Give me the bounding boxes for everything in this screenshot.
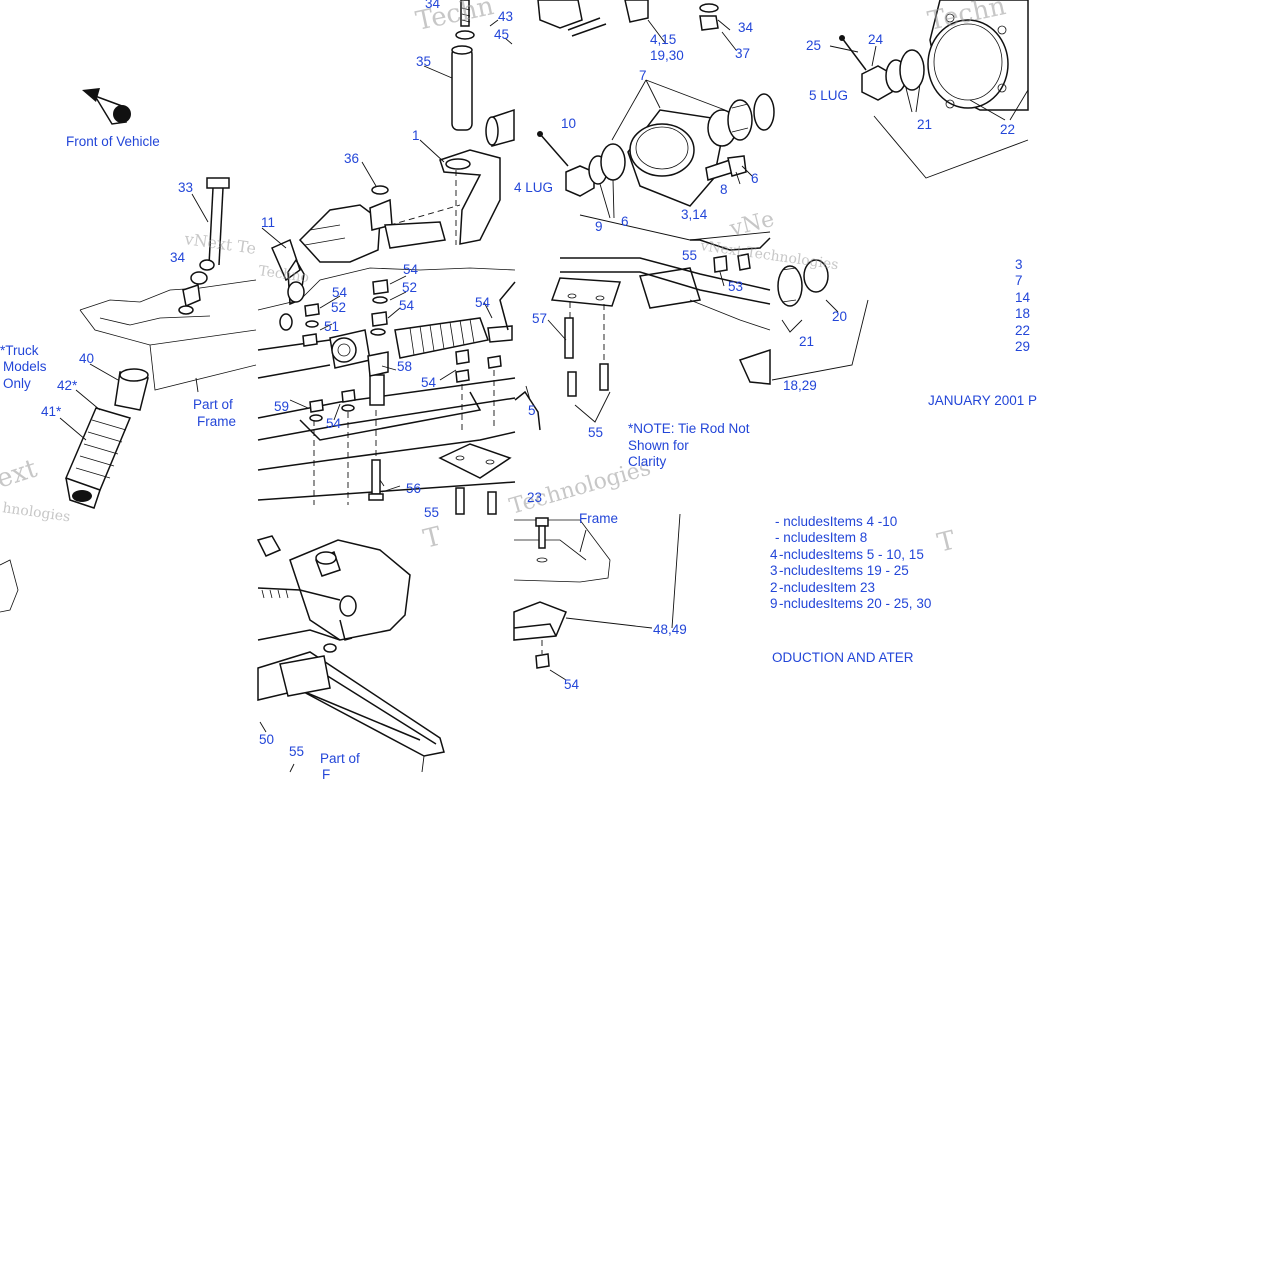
column-number: 29 (1015, 339, 1030, 354)
callout-41: 41* (41, 404, 62, 419)
callout-25: 25 (806, 38, 821, 53)
callout-10: 10 (561, 116, 576, 131)
callout-59: 59 (274, 399, 289, 414)
production-label: ODUCTION AND ATER (772, 650, 914, 665)
callout-43: 43 (498, 9, 513, 24)
callout-5: 5 (528, 403, 536, 418)
callout-56: 56 (406, 481, 421, 496)
callout-33: 33 (178, 180, 193, 195)
callout-54: 54 (564, 677, 580, 692)
labels: Front of Vehicle *Truck Models Only Part… (0, 0, 1037, 782)
callout-54: 54 (403, 262, 419, 277)
callout-18-29: 18,29 (783, 378, 817, 393)
callout-34: 34 (425, 0, 441, 11)
callout-6: 6 (621, 214, 629, 229)
frame-label: Part of (193, 397, 233, 412)
column-number: 18 (1015, 306, 1030, 321)
callout-42: 42* (57, 378, 78, 393)
includes-item: -ncludesItems 20 - 25, 30 (779, 596, 931, 611)
callout-40: 40 (79, 351, 94, 366)
callout-45: 45 (494, 27, 509, 42)
callout-4-15: 4,15 (650, 32, 676, 47)
lug-label-5: 5 LUG (809, 88, 848, 103)
callout-37: 37 (735, 46, 750, 61)
callout-3-14: 3,14 (681, 207, 708, 222)
includes-item: -ncludesItems 5 - 10, 15 (779, 547, 924, 562)
includes-prefix: 2 (770, 580, 778, 595)
watermark: T (420, 521, 445, 554)
callout-54: 54 (475, 295, 491, 310)
frame-label: Part of (320, 751, 360, 766)
truck-note-line: Only (3, 376, 31, 391)
callout-53: 53 (728, 279, 743, 294)
callout-11: 11 (261, 215, 275, 230)
includes-item: - ncludesItems 4 -10 (775, 514, 897, 529)
callout-54: 54 (399, 298, 415, 313)
column-number: 7 (1015, 273, 1023, 288)
callout-50: 50 (259, 732, 274, 747)
column-number: 14 (1015, 290, 1031, 305)
watermarks: Techn vNext Te Technologies ext hnologie… (0, 0, 1009, 559)
callout-57: 57 (532, 311, 547, 326)
callout-1: 1 (412, 128, 420, 143)
callout-54: 54 (326, 416, 342, 431)
callout-36: 36 (344, 151, 359, 166)
callout-55: 55 (424, 505, 439, 520)
front-arrow-icon (82, 88, 131, 125)
frame-label: Frame (197, 414, 236, 429)
includes-prefix: 4 (770, 547, 778, 562)
callout-55: 55 (682, 248, 697, 263)
tie-rod-note-line: Shown for (628, 438, 689, 453)
callout-52: 52 (331, 300, 346, 315)
callout-58: 58 (397, 359, 412, 374)
includes-prefix: 3 (770, 563, 778, 578)
frame-label: F (322, 767, 330, 782)
truck-note-line: Models (3, 359, 47, 374)
truck-note-line: *Truck (0, 343, 39, 358)
tie-rod-note-line: *NOTE: Tie Rod Not (628, 421, 750, 436)
lug-label-4: 4 LUG (514, 180, 553, 195)
callout-6: 6 (751, 171, 759, 186)
callout-21: 21 (799, 334, 814, 349)
callout-54: 54 (332, 285, 348, 300)
includes-item: -ncludesItems 19 - 25 (779, 563, 909, 578)
callout-20: 20 (832, 309, 847, 324)
callout-8: 8 (720, 182, 728, 197)
callout-21: 21 (917, 117, 932, 132)
includes-prefix: 9 (770, 596, 778, 611)
callout-7: 7 (639, 68, 647, 83)
watermark: T (934, 525, 959, 558)
callout-9: 9 (595, 219, 603, 234)
callout-22: 22 (1000, 122, 1015, 137)
callout-24: 24 (868, 32, 884, 47)
frame-label: Frame (579, 511, 618, 526)
front-of-vehicle-label: Front of Vehicle (66, 134, 160, 149)
includes-item: -ncludesItem 23 (779, 580, 875, 595)
callout-34: 34 (170, 250, 186, 265)
column-number: 22 (1015, 323, 1030, 338)
callout-55: 55 (289, 744, 304, 759)
watermark: Techno (257, 263, 310, 286)
callout-35: 35 (416, 54, 431, 69)
watermark: hnologies (1, 500, 71, 525)
callout-19-30: 19,30 (650, 48, 684, 63)
tie-rod-note-line: Clarity (628, 454, 667, 469)
callout-23: 23 (527, 490, 542, 505)
callout-34: 34 (738, 20, 754, 35)
line-art (0, 0, 1029, 773)
watermark: vNe (726, 207, 776, 242)
includes-item: - ncludesItem 8 (775, 530, 867, 545)
watermark: ext (0, 453, 41, 494)
callout-52: 52 (402, 280, 417, 295)
date-label: JANUARY 2001 P (928, 393, 1037, 408)
callout-55: 55 (588, 425, 603, 440)
callout-51: 51 (324, 319, 339, 334)
column-number: 3 (1015, 257, 1023, 272)
callout-48-49: 48,49 (653, 622, 687, 637)
callout-54: 54 (421, 375, 437, 390)
